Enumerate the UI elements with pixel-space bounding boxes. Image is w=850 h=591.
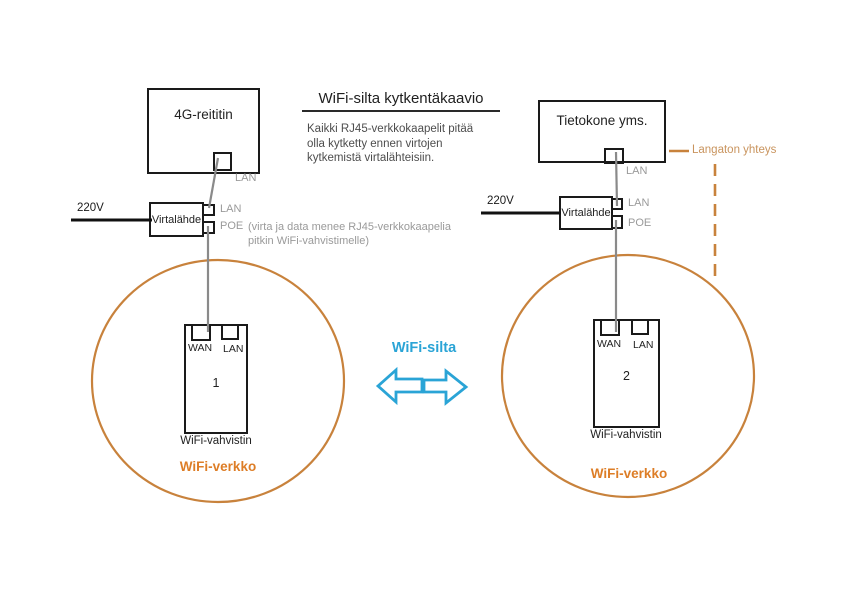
bridge-arrow-right bbox=[422, 368, 469, 406]
wireless-link-label: Langaton yhteys bbox=[692, 144, 777, 156]
bridge-arrow-left bbox=[375, 366, 424, 406]
title-note: Kaikki RJ45-verkkokaapelit pitää olla ky… bbox=[307, 123, 474, 165]
psu-lan-label-left: LAN bbox=[220, 203, 242, 215]
repeater2-wan-port bbox=[600, 319, 620, 336]
computer-lan-port bbox=[604, 148, 624, 164]
repeater1-lan-label: LAN bbox=[223, 343, 244, 355]
poe-note: (virta ja data menee RJ45-verkkokaapelia… bbox=[248, 221, 451, 248]
repeater2-number: 2 bbox=[623, 369, 630, 383]
router-lan-port bbox=[213, 152, 232, 171]
psu-poe-label-right: POE bbox=[628, 217, 652, 229]
psu-poe-port-right bbox=[611, 215, 623, 229]
psu-label-left: Virtalähde bbox=[151, 213, 202, 226]
voltage-label-right: 220V bbox=[487, 195, 514, 207]
repeater1-number: 1 bbox=[212, 376, 220, 390]
psu-lan-port-right bbox=[611, 198, 623, 210]
computer-label: Tietokone yms. bbox=[556, 113, 648, 128]
repeater1-wan-label: WAN bbox=[188, 342, 213, 354]
repeater2-lan-port bbox=[631, 319, 649, 335]
router-lan-label: LAN bbox=[235, 172, 257, 184]
psu-lan-label-right: LAN bbox=[628, 197, 650, 209]
wifi-network-label-left: WiFi-verkko bbox=[179, 459, 257, 474]
router-box: 4G-reititin bbox=[147, 88, 260, 174]
page-title: WiFi-silta kytkentäkaavio bbox=[302, 90, 500, 112]
repeater1-lan-port bbox=[221, 324, 239, 340]
voltage-label-left: 220V bbox=[77, 202, 104, 214]
psu-box-left: Virtalähde bbox=[149, 202, 204, 237]
repeater2-wan-label: WAN bbox=[597, 338, 622, 350]
wifi-bridge-label: WiFi-silta bbox=[391, 340, 457, 356]
repeater2-label: WiFi-vahvistin bbox=[590, 429, 662, 441]
computer-box: Tietokone yms. bbox=[538, 100, 666, 163]
psu-lan-port-left bbox=[202, 204, 215, 216]
repeater2-lan-label: LAN bbox=[633, 339, 654, 351]
psu-poe-label-left: POE bbox=[220, 220, 244, 232]
repeater1-wan-port bbox=[191, 324, 211, 341]
repeater1-label: WiFi-vahvistin bbox=[180, 435, 252, 447]
router-label: 4G-reititin bbox=[174, 107, 233, 122]
psu-label-right: Virtalähde bbox=[561, 207, 611, 219]
computer-lan-label: LAN bbox=[626, 165, 648, 177]
psu-poe-port-left bbox=[202, 221, 215, 234]
wifi-network-label-right: WiFi-verkko bbox=[590, 466, 668, 481]
psu-box-right: Virtalähde bbox=[559, 196, 613, 230]
